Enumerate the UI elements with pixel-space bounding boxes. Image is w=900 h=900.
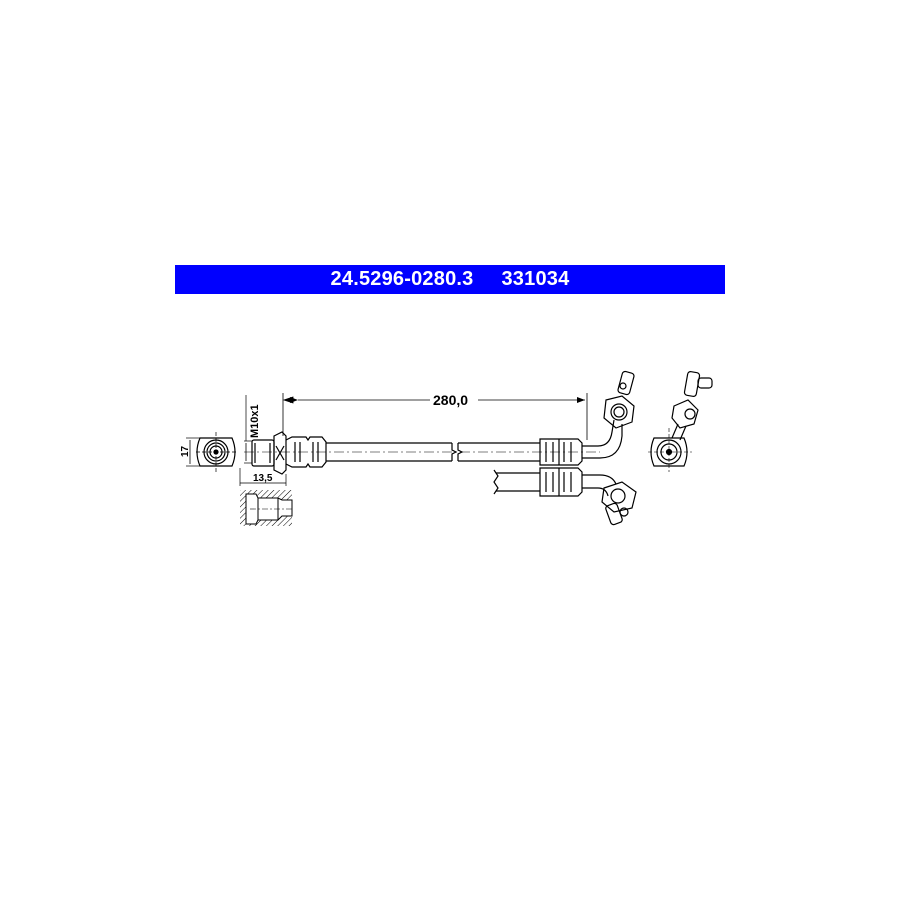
part-number-banner: 24.5296-0280.3 331034 — [175, 265, 725, 294]
part-number: 24.5296-0280.3 — [330, 268, 474, 290]
dimension-length: 280,0 — [433, 392, 468, 408]
dimension-length-line — [282, 393, 588, 440]
dimension-thread: M10x1 — [249, 404, 261, 438]
reference-number: 331034 — [501, 268, 570, 290]
port-section-view — [240, 490, 294, 526]
dimension-fitting-width: 17 — [180, 445, 191, 457]
thread-fitting — [239, 395, 600, 486]
end-view-left — [186, 432, 238, 472]
hose-side-view-bent — [493, 467, 637, 526]
banjo-fitting-upper — [603, 370, 635, 429]
dimension-fitting-length: 13,5 — [253, 473, 273, 484]
end-view-right — [648, 371, 713, 472]
hose-side-view-straight — [285, 419, 623, 468]
